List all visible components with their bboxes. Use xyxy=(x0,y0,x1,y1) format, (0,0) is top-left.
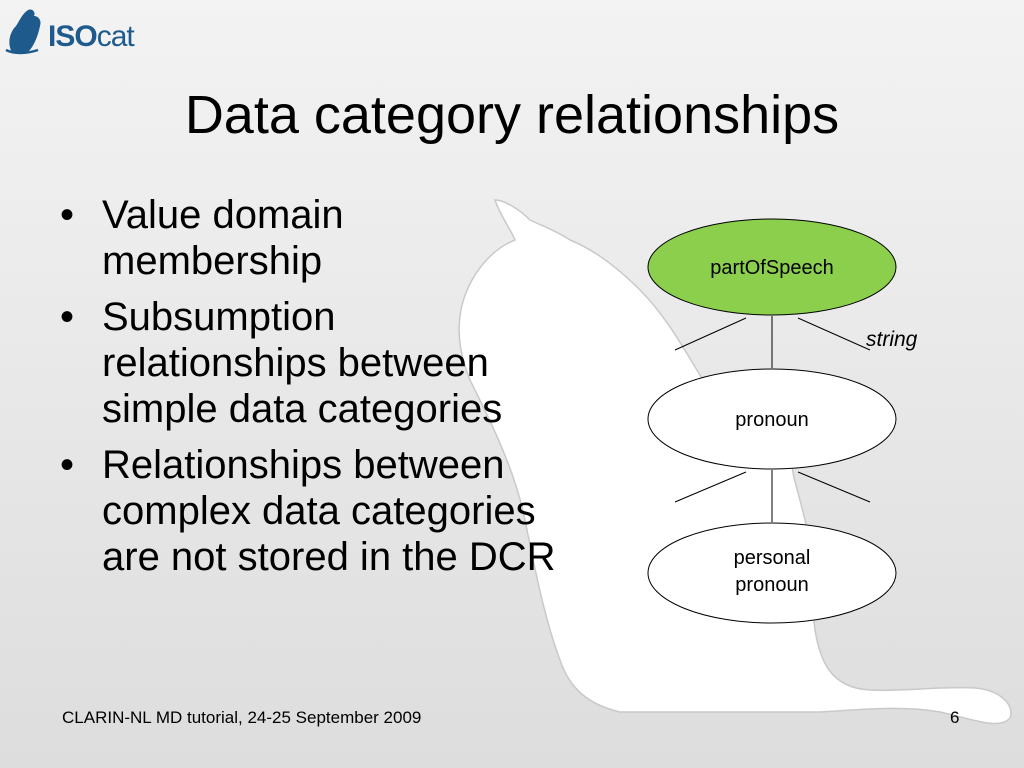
page-number: 6 xyxy=(950,708,960,727)
edge-line xyxy=(674,317,747,351)
node-personal-pronoun-label-2: pronoun xyxy=(735,574,808,596)
cat-logo-icon xyxy=(5,9,41,55)
edge-line xyxy=(797,317,871,351)
logo-text: ISOcat xyxy=(48,20,135,53)
slide-title: Data category relationships xyxy=(184,85,840,145)
node-pronoun xyxy=(647,368,897,470)
node-partofspeech-label: partOfSpeech xyxy=(710,257,833,279)
isocat-logo: ISOcat xyxy=(4,6,154,56)
node-personal-pronoun xyxy=(647,522,897,624)
node-pronoun-label: pronoun xyxy=(735,409,808,431)
bullet-item: Value domain membership xyxy=(52,192,432,284)
edge-line xyxy=(674,471,747,503)
bullet-item: Subsumption relationships between simple… xyxy=(52,294,562,432)
node-personal-pronoun-label-1: personal xyxy=(734,547,811,569)
edge-label-string: string xyxy=(866,328,918,351)
bullet-item: Relationships between complex data categ… xyxy=(52,442,562,580)
node-partofspeech xyxy=(647,218,897,316)
edge-line xyxy=(797,471,871,503)
bullet-list: Value domain membership Subsumption rela… xyxy=(52,192,572,590)
footer-text: CLARIN-NL MD tutorial, 24-25 September 2… xyxy=(62,708,422,727)
